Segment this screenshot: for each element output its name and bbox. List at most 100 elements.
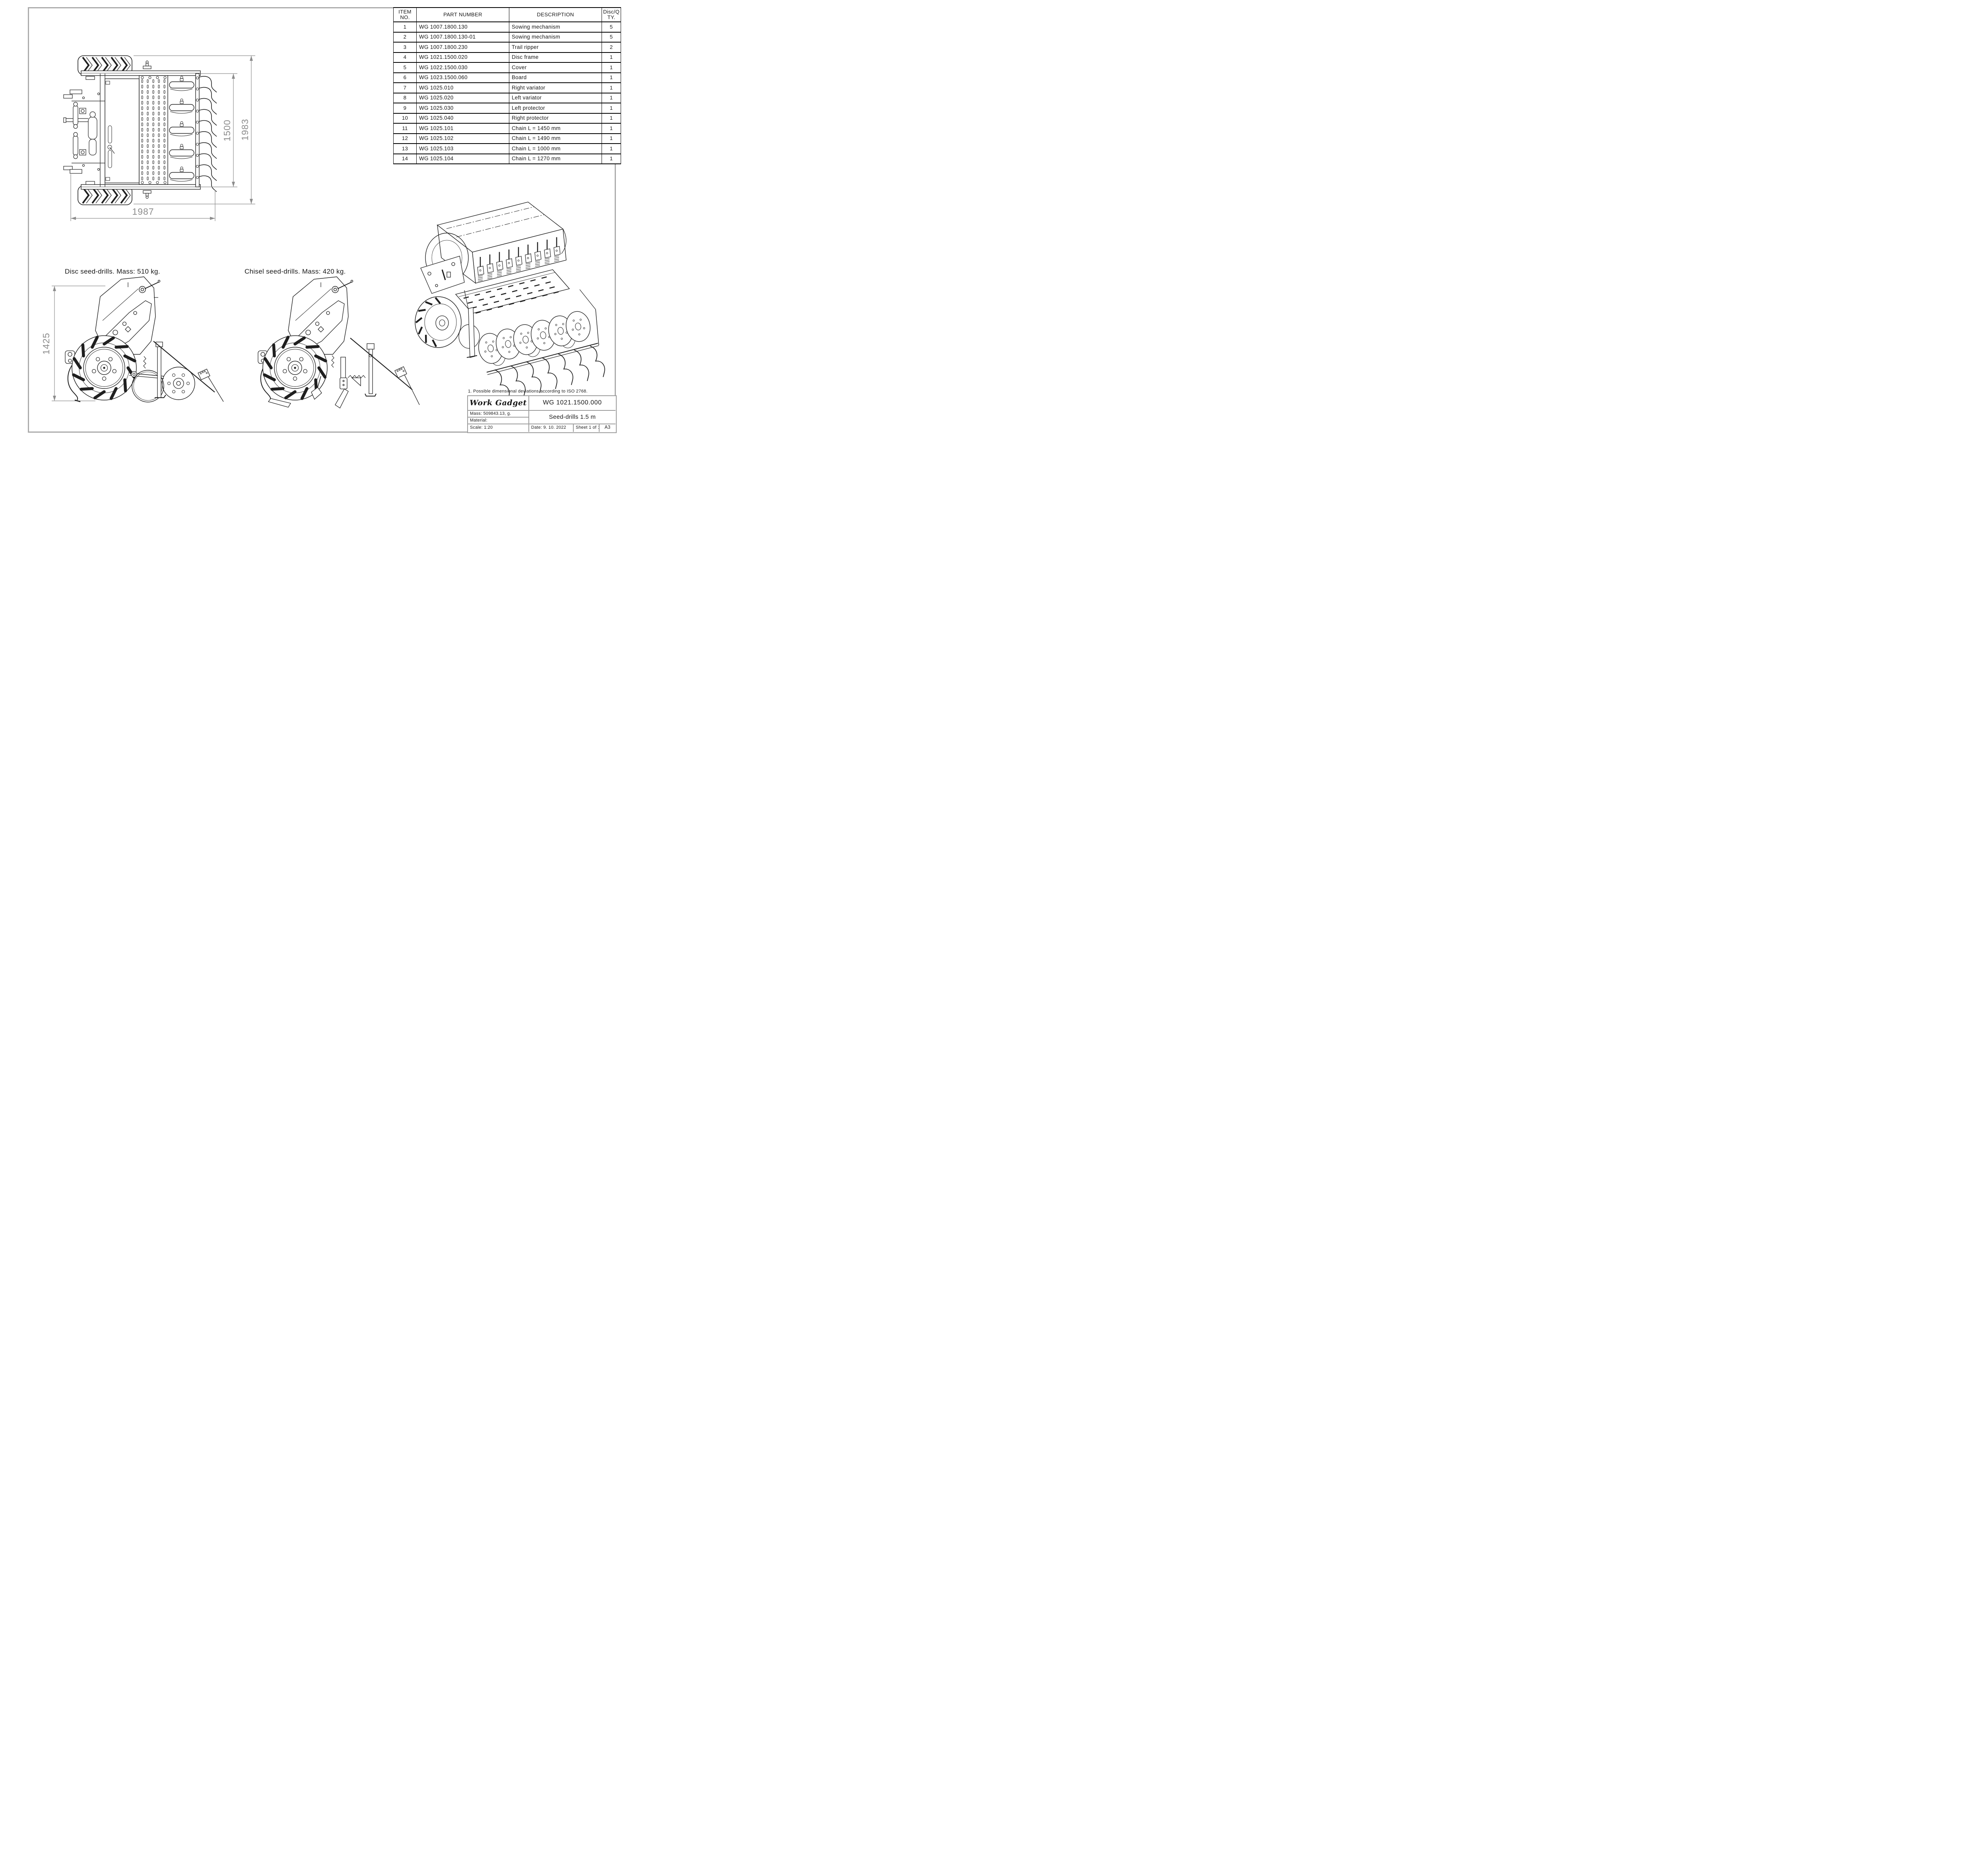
stand-and-marker xyxy=(143,341,224,402)
header-part-number: PART NUMBER xyxy=(416,7,509,22)
table-cell-description: Disc frame xyxy=(509,52,602,63)
header-item-line1: ITEM xyxy=(398,9,412,15)
dim-1425-label: 1425 xyxy=(41,332,51,354)
table-cell-description: Sowing mechanism xyxy=(509,21,602,33)
table-cell-qty: 1 xyxy=(602,143,621,154)
chisel-openers xyxy=(311,357,366,408)
drawing-title: Seed-drills 1.5 m xyxy=(529,411,615,424)
dimension-outer-height: 1983 xyxy=(134,55,255,204)
dimension-height-1425: 1425 xyxy=(41,286,105,401)
dimension-inner-height: 1500 xyxy=(201,73,237,187)
table-cell-qty: 1 xyxy=(602,133,621,144)
table-cell-description: Left variator xyxy=(509,92,602,103)
hopper-box xyxy=(425,202,567,284)
lugged-wheel xyxy=(262,335,328,400)
table-cell-part-number: WG 1025.102 xyxy=(416,133,509,144)
table-cell-part-number: WG 1022.1500.030 xyxy=(416,62,509,73)
variator-plate xyxy=(420,256,465,294)
company-logo: Work Gadget xyxy=(468,396,529,411)
table-cell-qty: 5 xyxy=(602,31,621,43)
table-cell-qty: 1 xyxy=(602,113,621,124)
disc-view-caption: Disc seed-drills. Mass: 510 kg. xyxy=(65,268,160,275)
table-cell-qty: 1 xyxy=(602,72,621,83)
table-cell-qty: 1 xyxy=(602,62,621,73)
header-qty-line2: TY. xyxy=(607,14,615,20)
header-qty-line1: Disc/Q xyxy=(603,9,620,15)
table-cell-item: 11 xyxy=(393,123,417,134)
table-cell-part-number: WG 1025.020 xyxy=(416,92,509,103)
table-cell-item: 10 xyxy=(393,113,417,124)
drawing-number: WG 1021.1500.000 xyxy=(529,396,615,411)
seed-hopper xyxy=(105,78,140,183)
material-field: Material: xyxy=(468,418,529,424)
table-cell-item: 8 xyxy=(393,92,417,103)
table-cell-description: Trail ripper xyxy=(509,42,602,53)
perforated-board xyxy=(139,75,168,185)
table-cell-item: 12 xyxy=(393,133,417,144)
table-cell-description: Chain L = 1450 mm xyxy=(509,123,602,134)
drawing-sheet: 1500 1983 1987 1425 xyxy=(0,0,623,441)
header-item-line2: NO. xyxy=(400,14,410,20)
chisel-view-caption: Chisel seed-drills. Mass: 420 kg. xyxy=(245,268,346,275)
table-cell-part-number: WG 1025.103 xyxy=(416,143,509,154)
sowing-units-row xyxy=(477,237,561,282)
table-cell-item: 6 xyxy=(393,72,417,83)
table-cell-description: Right variator xyxy=(509,82,602,93)
main-frame xyxy=(81,70,201,190)
drive-tire xyxy=(415,296,480,349)
tine-toolbar xyxy=(486,343,605,401)
table-cell-description: Chain L = 1000 mm xyxy=(509,143,602,154)
table-cell-description: Left protector xyxy=(509,103,602,114)
table-cell-description: Chain L = 1490 mm xyxy=(509,133,602,144)
table-cell-part-number: WG 1025.101 xyxy=(416,123,509,134)
disc-seed-drill-drawing: 1425 xyxy=(41,276,224,402)
table-cell-item: 9 xyxy=(393,103,417,114)
covering-disc-units xyxy=(169,76,194,182)
table-cell-qty: 1 xyxy=(602,103,621,114)
top-brackets xyxy=(143,60,151,199)
table-cell-qty: 1 xyxy=(602,92,621,103)
disc-gang xyxy=(478,311,590,366)
table-cell-item: 2 xyxy=(393,31,417,43)
table-cell-part-number: WG 1025.040 xyxy=(416,113,509,124)
table-cell-item: 13 xyxy=(393,143,417,154)
table-cell-item: 5 xyxy=(393,62,417,73)
header-description: DESCRIPTION xyxy=(509,7,602,22)
isometric-drawing xyxy=(415,202,605,401)
table-cell-part-number: WG 1007.1800.130 xyxy=(416,21,509,33)
table-cell-item: 14 xyxy=(393,153,417,164)
chisel-seed-drill-drawing xyxy=(258,276,420,408)
dim-1987-label: 1987 xyxy=(132,206,154,217)
walkway-platform xyxy=(455,269,570,314)
top-view-drawing: 1500 1983 1987 xyxy=(63,55,255,221)
parts-table-header: ITEM NO. PART NUMBER DESCRIPTION Disc/Q … xyxy=(393,7,621,22)
table-cell-item: 7 xyxy=(393,82,417,93)
sheet-field: Sheet 1 of 1 xyxy=(574,424,600,432)
table-cell-qty: 1 xyxy=(602,82,621,93)
table-cell-item: 1 xyxy=(393,21,417,33)
table-cell-part-number: WG 1025.030 xyxy=(416,103,509,114)
table-cell-qty: 1 xyxy=(602,153,621,164)
table-cell-description: Sowing mechanism xyxy=(509,31,602,43)
dim-1500-label: 1500 xyxy=(222,119,232,141)
paper-size-field: A3 xyxy=(604,425,611,430)
table-cell-qty: 1 xyxy=(602,52,621,63)
rear-disc-unit xyxy=(129,367,195,402)
table-cell-part-number: WG 1007.1800.230 xyxy=(416,42,509,53)
dim-1983-label: 1983 xyxy=(240,119,250,140)
table-cell-description: Cover xyxy=(509,62,602,73)
